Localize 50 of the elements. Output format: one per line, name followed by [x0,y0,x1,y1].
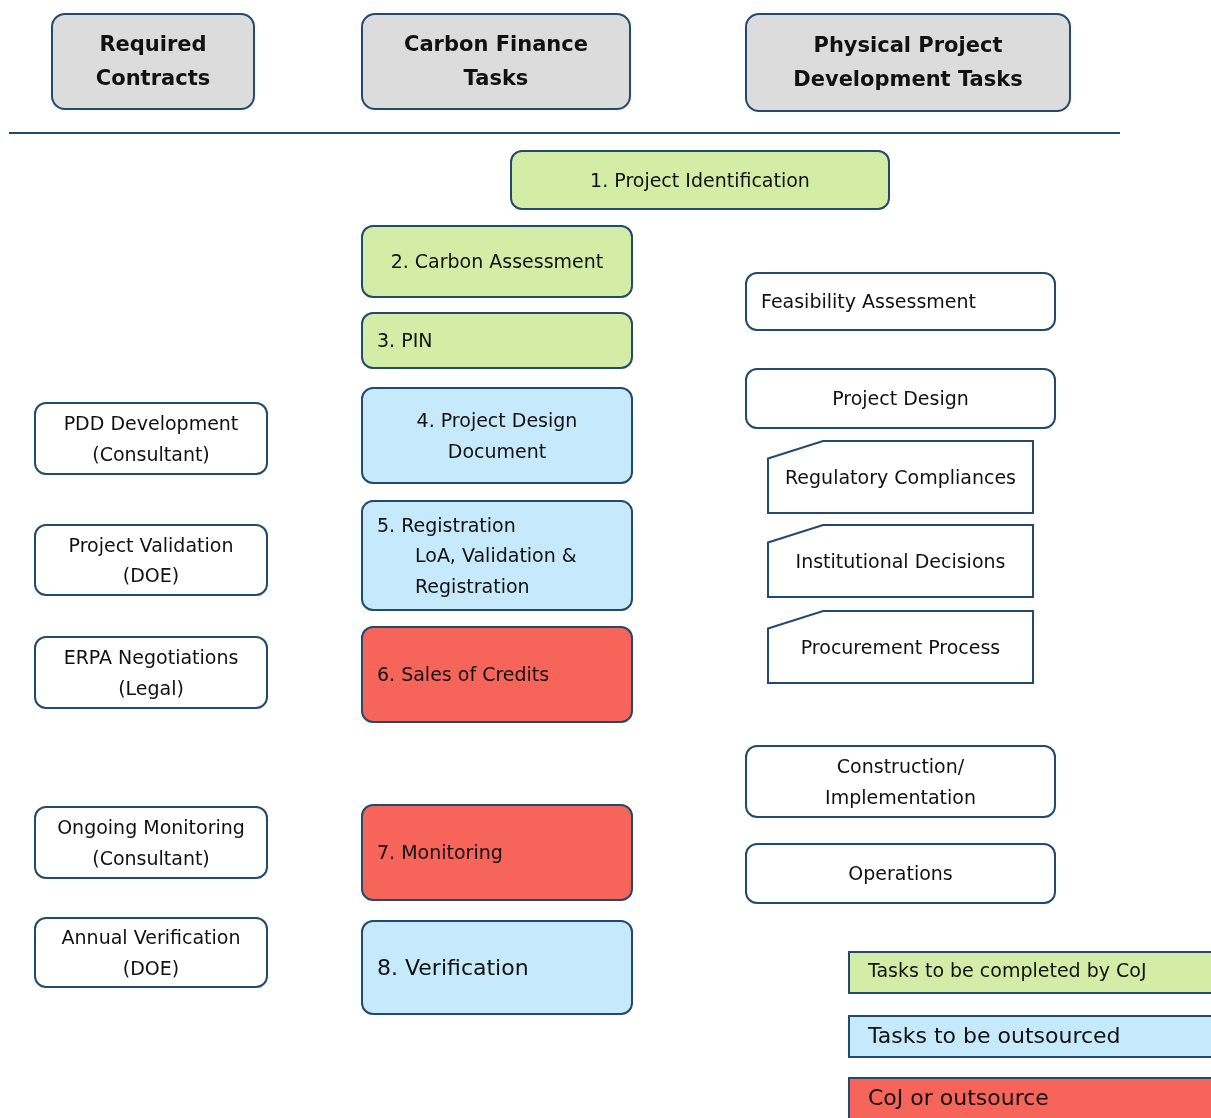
legend-item: CoJ or outsource [848,1077,1211,1118]
node-text: 2. Carbon Assessment [390,249,604,275]
node-text: Physical Project Development Tasks [792,31,1024,93]
tab-box [767,524,1034,598]
task-box [361,804,633,901]
task-box [361,312,633,369]
tab-box [767,440,1034,514]
node-text: LoA, Validation & Registration [414,543,578,599]
node-text: Annual Verification (DOE) [60,925,242,981]
node-text: Construction/ Implementation [824,754,977,810]
task-box [745,272,1056,331]
task-box [34,917,268,988]
task-box [361,225,633,298]
header-box [745,13,1071,112]
node-text: Ongoing Monitoring (Consultant) [56,815,246,871]
node-text: Operations [848,861,953,887]
task-box [361,500,633,611]
node-text: Procurement Process [800,634,1001,660]
node-text: PDD Development (Consultant) [62,411,240,467]
task-box [361,387,633,484]
task-box [361,626,633,723]
node-text: 4. Project Design Document [415,408,579,464]
node-text: 8. Verification [377,953,529,982]
task-box [34,524,268,596]
header-box [361,13,631,110]
node-text: 5. Registration [377,512,516,538]
legend-item: Tasks to be outsourced [848,1015,1211,1058]
node-text: 6. Sales of Credits [377,662,550,688]
node-text: Regulatory Compliances [785,464,1016,490]
node-text: Feasibility Assessment [761,289,976,315]
node-text: ERPA Negotiations (Legal) [62,645,240,701]
node-text: 1. Project Identification [590,167,810,193]
task-box [34,402,268,475]
node-text: Carbon Finance Tasks [403,30,589,92]
task-box [510,150,890,210]
node-text: Project Design [832,386,969,412]
task-box [34,636,268,709]
node-text: Required Contracts [94,30,212,92]
node-text: Institutional Decisions [795,548,1006,574]
header-box [51,13,255,110]
task-box [745,368,1056,429]
task-box [34,806,268,879]
node-text: 7. Monitoring [377,840,503,866]
task-box [745,843,1056,904]
task-box [361,920,633,1015]
node-text: 3. PIN [377,328,433,354]
tab-box [767,610,1034,684]
node-text: Project Validation (DOE) [67,532,235,588]
legend-item: Tasks to be completed by CoJ [848,951,1211,994]
task-box [745,745,1056,818]
